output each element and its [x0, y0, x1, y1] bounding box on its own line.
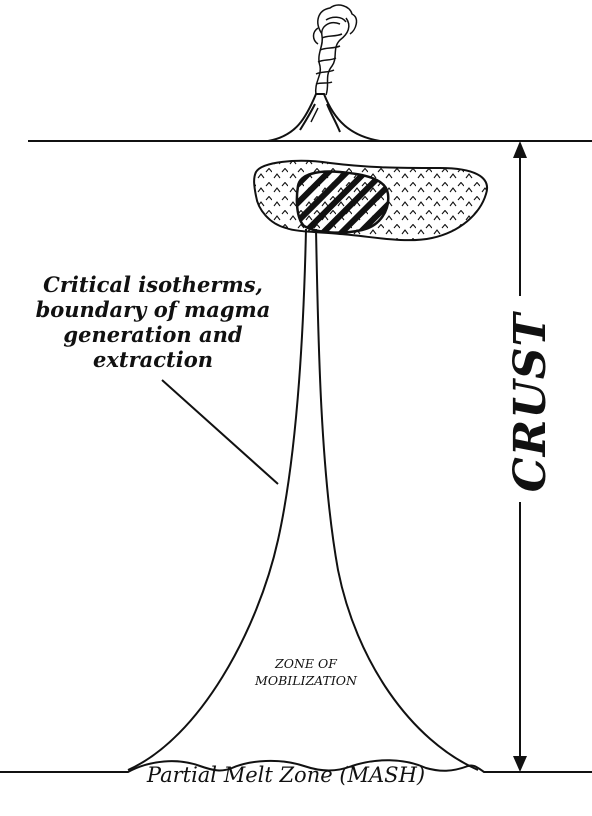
callout-line-4: extraction [0, 347, 306, 372]
callout-line-3: generation and [0, 322, 306, 347]
callout-line-2: boundary of magma [0, 297, 306, 322]
partial-melt-zone-label: Partial Melt Zone (MASH) [96, 763, 476, 787]
pluton-hatched [297, 172, 388, 233]
zone-line-1: ZONE OF [236, 655, 376, 672]
crust-label: CRUST [486, 302, 576, 502]
callout-line-1: Critical isotherms, [0, 272, 306, 297]
isotherm-callout: Critical isotherms, boundary of magma ge… [0, 272, 306, 372]
zone-label: ZONE OF MOBILIZATION [236, 655, 376, 689]
eruption-plume-icon [314, 5, 357, 95]
crust-text: CRUST [506, 312, 557, 491]
volcano-icon [268, 94, 380, 141]
callout-leader [162, 380, 278, 484]
zone-line-2: MOBILIZATION [236, 672, 376, 689]
